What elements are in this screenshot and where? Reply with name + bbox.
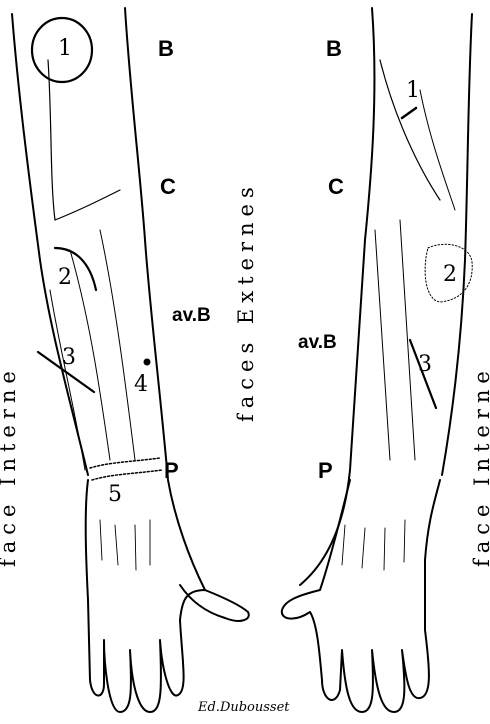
right-mark-3-label: 3 bbox=[418, 352, 432, 377]
left-region-p: P bbox=[164, 458, 179, 484]
left-region-avb: av.B bbox=[172, 305, 211, 327]
artist-signature: Ed.Dubousset bbox=[198, 700, 290, 715]
left-mark-1-label: 1 bbox=[58, 36, 72, 61]
left-side-label: face Interne bbox=[0, 377, 20, 567]
right-mark-2-label: 2 bbox=[443, 262, 457, 287]
right-region-p: P bbox=[318, 458, 333, 484]
right-mark-1-scar bbox=[402, 108, 416, 118]
left-mark-3-label: 3 bbox=[62, 345, 76, 370]
right-region-avb: av.B bbox=[298, 332, 337, 354]
right-side-label: face Interne bbox=[470, 377, 490, 567]
right-region-b: B bbox=[326, 36, 342, 62]
center-label: faces Externes bbox=[234, 192, 258, 422]
left-mark-5-label: 5 bbox=[108, 482, 122, 507]
right-mark-1-label: 1 bbox=[406, 78, 420, 103]
right-arm-drawing bbox=[282, 8, 472, 712]
left-region-c: C bbox=[160, 174, 176, 200]
left-mark-4-label: 4 bbox=[134, 372, 148, 397]
left-mark-4-dot bbox=[144, 359, 151, 366]
right-region-c: C bbox=[328, 174, 344, 200]
left-mark-2-label: 2 bbox=[58, 265, 72, 290]
left-region-b: B bbox=[158, 36, 174, 62]
